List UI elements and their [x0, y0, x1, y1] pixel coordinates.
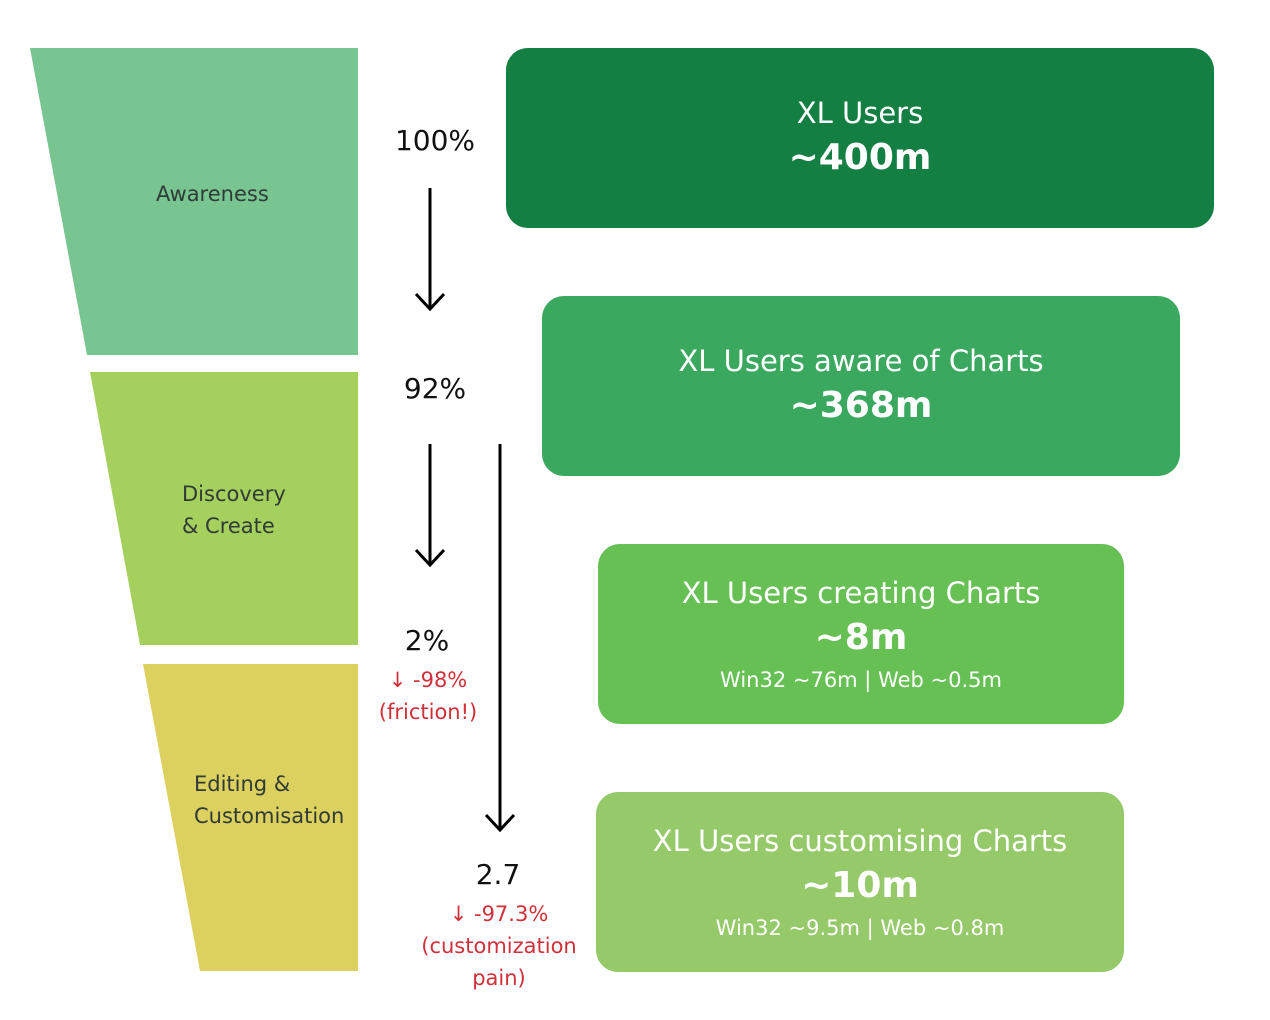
percentage-customising: 2.7 [475, 858, 521, 891]
percentage-discovery: 92% [403, 372, 467, 405]
box-title: XL Users customising Charts [652, 824, 1068, 858]
arrow-discovery-to-customising [484, 444, 516, 833]
arrow-discovery-to-creating [414, 444, 446, 568]
box-subtitle: Win32 ~9.5m | Web ~0.8m [715, 916, 1005, 940]
drop-creating: ↓ -98% (friction!) [378, 668, 478, 724]
box-value: ~10m [801, 865, 919, 906]
box-aware-of-charts: XL Users aware of Charts ~368m [542, 296, 1180, 476]
percentage-awareness: 100% [394, 124, 476, 157]
stage-label-editing: Editing & Customisation [194, 772, 345, 828]
box-customising-charts: XL Users customising Charts ~10m Win32 ~… [596, 792, 1124, 972]
funnel-segment-discovery [90, 372, 358, 645]
stage-label-discovery: Discovery & Create [182, 482, 286, 538]
box-creating-charts: XL Users creating Charts ~8m Win32 ~76m … [598, 544, 1124, 724]
box-value: ~400m [788, 137, 932, 178]
box-value: ~368m [789, 385, 933, 426]
box-title: XL Users aware of Charts [678, 344, 1044, 378]
funnel-segment-awareness [30, 48, 358, 355]
box-title: XL Users [796, 96, 924, 130]
funnel-segment-editing [143, 664, 358, 971]
percentage-creating: 2% [404, 624, 450, 657]
stage-label-awareness: Awareness [156, 182, 269, 206]
box-xl-users: XL Users ~400m [506, 48, 1214, 228]
drop-customising: ↓ -97.3% (customization pain) [421, 902, 577, 990]
box-subtitle: Win32 ~76m | Web ~0.5m [720, 668, 1002, 692]
box-value: ~8m [814, 617, 908, 658]
box-title: XL Users creating Charts [681, 576, 1041, 610]
arrow-awareness-to-discovery [414, 188, 446, 312]
